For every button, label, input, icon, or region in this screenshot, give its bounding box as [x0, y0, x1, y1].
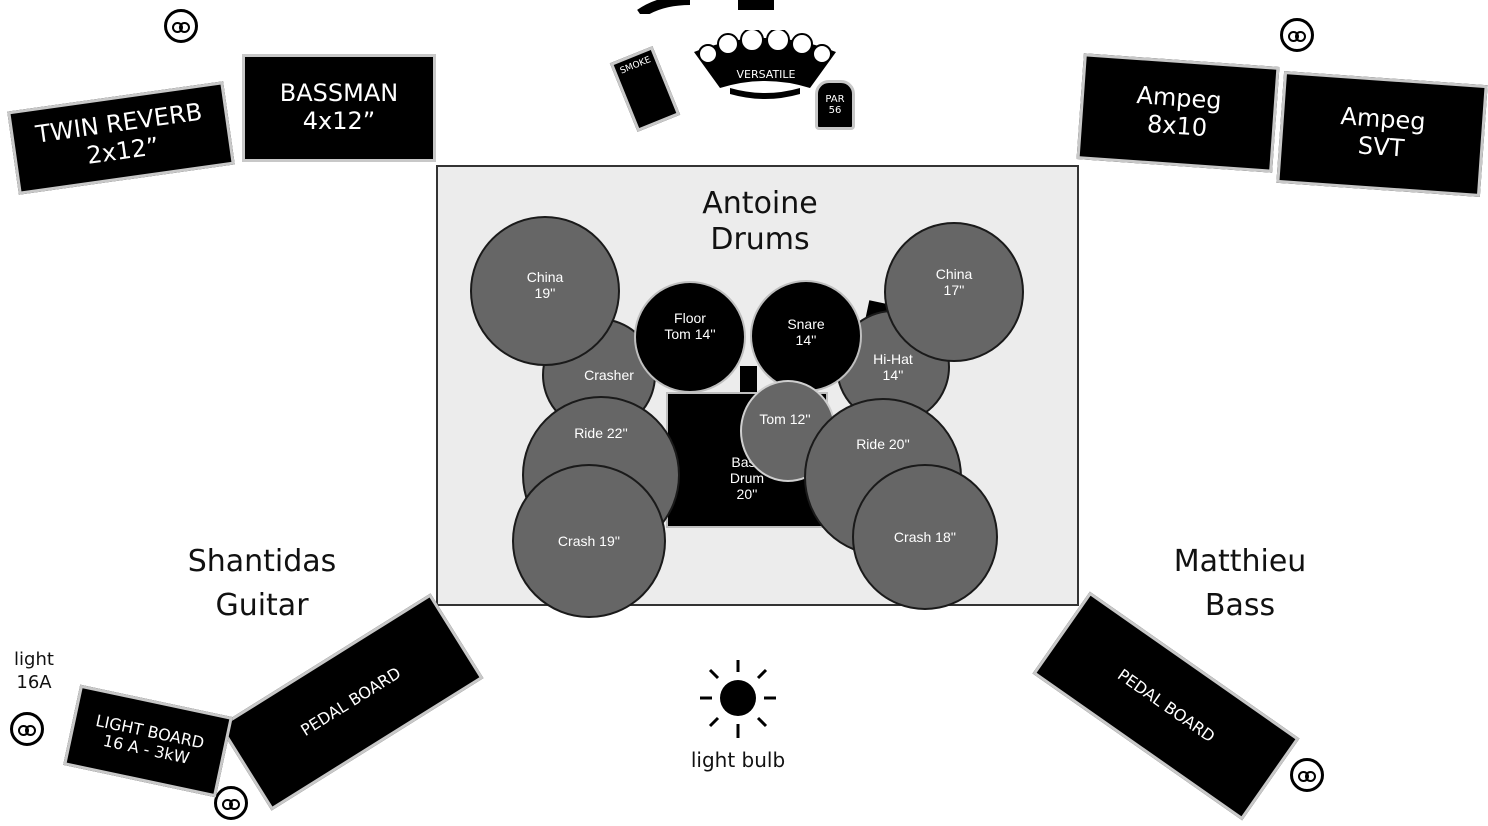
power-outlet-icon — [10, 712, 44, 746]
drummer-label: Antoine Drums — [702, 186, 818, 257]
smoke-machine: SMOKE — [609, 46, 681, 132]
crash-18-cymbal: Crash 18'' — [852, 464, 998, 610]
snare-label: Snare 14'' — [787, 315, 825, 348]
crash-18-label: Crash 18'' — [893, 528, 957, 545]
ampeg-8x10-amp: Ampeg 8x10 — [1076, 53, 1280, 173]
top-partial-shape — [637, 0, 774, 14]
pedal-board-label: PEDAL BOARD — [297, 663, 405, 740]
hihat-label: Hi-Hat 14'' — [873, 350, 913, 383]
power-outlet-icon — [1280, 18, 1314, 52]
light-board: LIGHT BOARD 16 A - 3kW — [63, 684, 233, 798]
china-17-label: China 17'' — [935, 265, 973, 298]
crasher-label: Crasher — [584, 366, 634, 383]
smoke-label: SMOKE — [618, 55, 653, 77]
floor-tom-label: Floor Tom 14'' — [664, 309, 716, 342]
china-19-cymbal: China 19'' — [470, 216, 620, 366]
ride-20-label: Ride 20'' — [856, 435, 910, 452]
ride-22-label: Ride 22'' — [574, 424, 628, 441]
power-outlet-icon — [1290, 758, 1324, 792]
bassist-label: Matthieu Bass — [1173, 544, 1307, 623]
china-19-label: China 19'' — [526, 268, 564, 301]
crowd-lights-icon — [694, 30, 836, 99]
ampeg-svt-amp: Ampeg SVT — [1276, 71, 1488, 197]
floor-tom: Floor Tom 14'' — [634, 281, 746, 393]
drum-stand — [740, 366, 757, 394]
par56-light: PAR 56 — [815, 80, 855, 130]
power-outlet-icon — [164, 9, 198, 43]
light-bulb-label: light bulb — [690, 748, 786, 772]
china-17-cymbal: China 17'' — [884, 222, 1024, 362]
twin-reverb-amp: TWIN REVERB 2x12” — [7, 81, 235, 195]
light-bulb-icon — [700, 660, 776, 738]
bassman-amp: BASSMAN 4x12” — [242, 54, 436, 162]
light-16a-label: light 16A — [14, 649, 54, 694]
guitarist-label: Shantidas Guitar — [187, 544, 337, 623]
crash-19-cymbal: Crash 19'' — [512, 464, 666, 618]
power-outlet-icon — [214, 786, 248, 820]
crash-19-label: Crash 19'' — [557, 532, 621, 549]
pedal-board-label: PEDAL BOARD — [1114, 664, 1219, 746]
versatile-label: VERSATILE — [736, 68, 796, 81]
tom-12-label: Tom 12'' — [759, 410, 811, 427]
snare-drum: Snare 14'' — [750, 280, 862, 392]
